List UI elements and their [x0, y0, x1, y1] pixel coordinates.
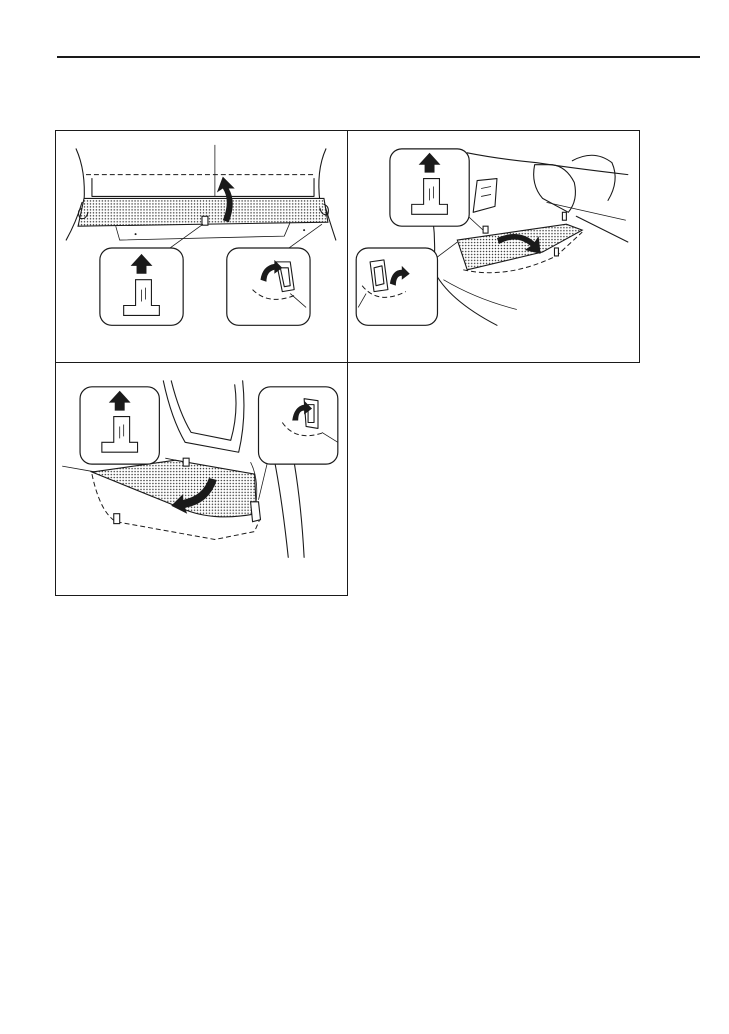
illustration-1-drawing: [56, 131, 347, 362]
callout-hook-release: [227, 248, 310, 325]
illustration-deck-board-side: [347, 130, 640, 363]
illustration-2-drawing: [348, 131, 639, 362]
tab-icon: [483, 226, 488, 233]
illustration-3-drawing: [56, 363, 347, 595]
callout-hook-release: [356, 248, 437, 325]
tab-icon: [202, 216, 208, 225]
header-rule: [57, 56, 700, 58]
tab-icon: [183, 458, 189, 466]
illustration-deck-board-rear: [55, 362, 348, 596]
callout-hook-release: [259, 387, 338, 464]
illustration-deck-board-front: [55, 130, 348, 363]
